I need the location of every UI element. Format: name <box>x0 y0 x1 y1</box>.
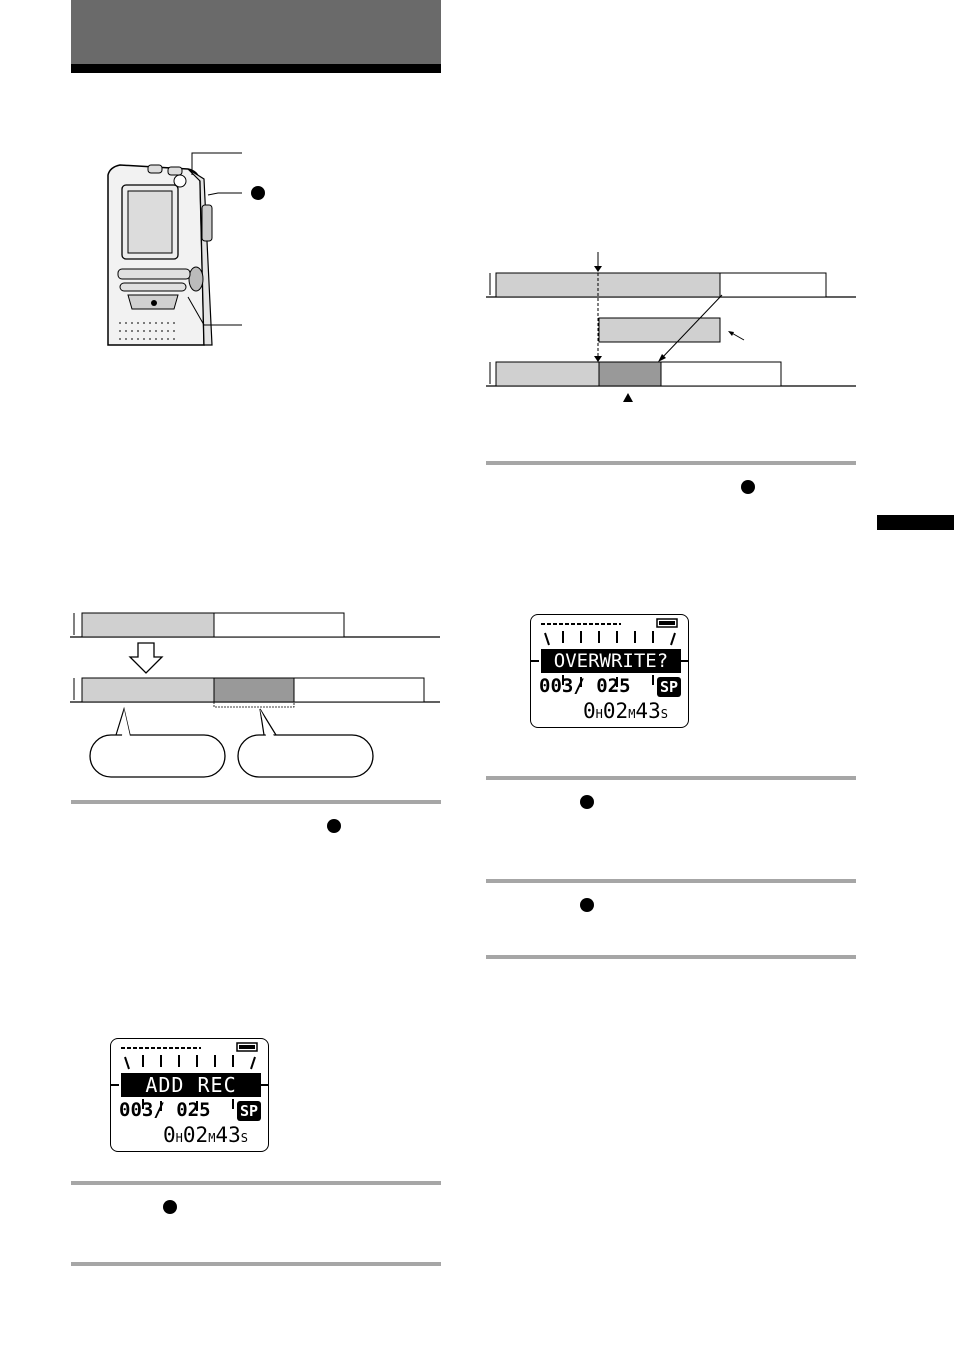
record-button-dot-icon <box>327 819 341 833</box>
lcd-overwrite-display: OVERWRITE? 003/ 025 SP 0H02M43S <box>530 614 689 728</box>
lcd-elapsed-time: 0H02M43S <box>583 699 668 723</box>
time-seconds: 43 <box>215 1123 241 1147</box>
step-rule-right-2 <box>486 776 856 780</box>
record-button-dot-icon <box>580 795 594 809</box>
lcd-counter: 003/ 025 <box>119 1099 211 1121</box>
unit-hours: H <box>175 1131 183 1145</box>
record-button-dot-icon <box>580 898 594 912</box>
time-hours: 0 <box>583 699 596 723</box>
lcd-elapsed-time: 0H02M43S <box>163 1123 248 1147</box>
record-button-dot-icon <box>163 1200 177 1214</box>
lcd-message-bar <box>121 1073 261 1097</box>
lcd-add-rec-display: ADD REC 003/ 025 SP 0H02M43S <box>110 1038 269 1152</box>
step-rule-right-4 <box>486 955 856 959</box>
step-rule-3 <box>71 1262 441 1266</box>
time-minutes: 02 <box>602 699 629 723</box>
lcd-message: OVERWRITE? <box>553 650 669 672</box>
recorder-device-illustration <box>107 152 242 346</box>
sp-mode-badge-icon: SP <box>657 677 681 697</box>
position-arrow-icon <box>623 393 633 402</box>
section-header-rule <box>71 64 441 73</box>
time-hours: 0 <box>163 1123 176 1147</box>
side-index-tab <box>877 515 954 530</box>
lcd-message: ADD REC <box>145 1073 237 1097</box>
step-rule-right-1 <box>486 461 856 465</box>
record-button-dot-icon <box>741 480 755 494</box>
step-rule-2 <box>71 1181 441 1185</box>
unit-seconds: S <box>660 707 668 721</box>
down-arrow-icon <box>128 642 164 674</box>
add-recording-diagram <box>70 612 440 778</box>
lcd-counter: 003/ 025 <box>539 675 631 697</box>
sp-mode-badge-icon: SP <box>237 1101 261 1121</box>
unit-hours: H <box>595 707 603 721</box>
unit-minutes: M <box>628 707 636 721</box>
record-button-dot-icon <box>251 186 265 200</box>
time-minutes: 02 <box>182 1123 209 1147</box>
overwrite-recording-diagram <box>486 252 856 402</box>
step-rule-1 <box>71 800 441 804</box>
position-arrow-icon <box>594 266 602 272</box>
unit-seconds: S <box>240 1131 248 1145</box>
unit-minutes: M <box>208 1131 216 1145</box>
section-header-band <box>71 0 441 64</box>
time-seconds: 43 <box>635 699 661 723</box>
step-rule-right-3 <box>486 879 856 883</box>
lcd-message-bar <box>541 649 681 673</box>
